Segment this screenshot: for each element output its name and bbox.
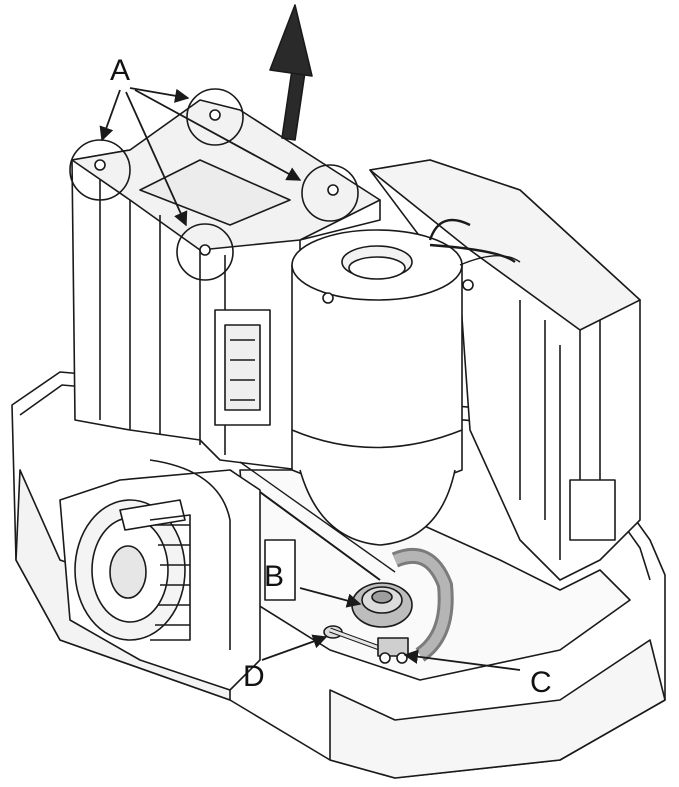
cable-loop xyxy=(391,548,454,662)
cable-gland xyxy=(351,582,413,628)
mount-screw-a4 xyxy=(176,223,234,281)
mount-screw-a3 xyxy=(301,164,359,222)
leader-a4 xyxy=(125,91,188,227)
label-a: A xyxy=(110,54,131,87)
screw-icon xyxy=(323,625,386,653)
leader-a3 xyxy=(134,89,302,181)
pinion-gear-icon xyxy=(74,499,191,641)
leader-d xyxy=(261,634,328,661)
label-c: C xyxy=(530,666,552,699)
leader-b xyxy=(299,587,362,608)
mount-screw-a2 xyxy=(186,88,244,146)
label-b: B xyxy=(264,560,285,593)
leader-a1 xyxy=(99,89,121,142)
label-d: D xyxy=(243,660,265,693)
up-arrow-icon xyxy=(269,4,313,141)
base-front-face xyxy=(329,639,666,779)
leader-a2 xyxy=(129,87,190,103)
motor-cylinder-icon xyxy=(291,229,474,546)
leader-c xyxy=(403,649,521,671)
